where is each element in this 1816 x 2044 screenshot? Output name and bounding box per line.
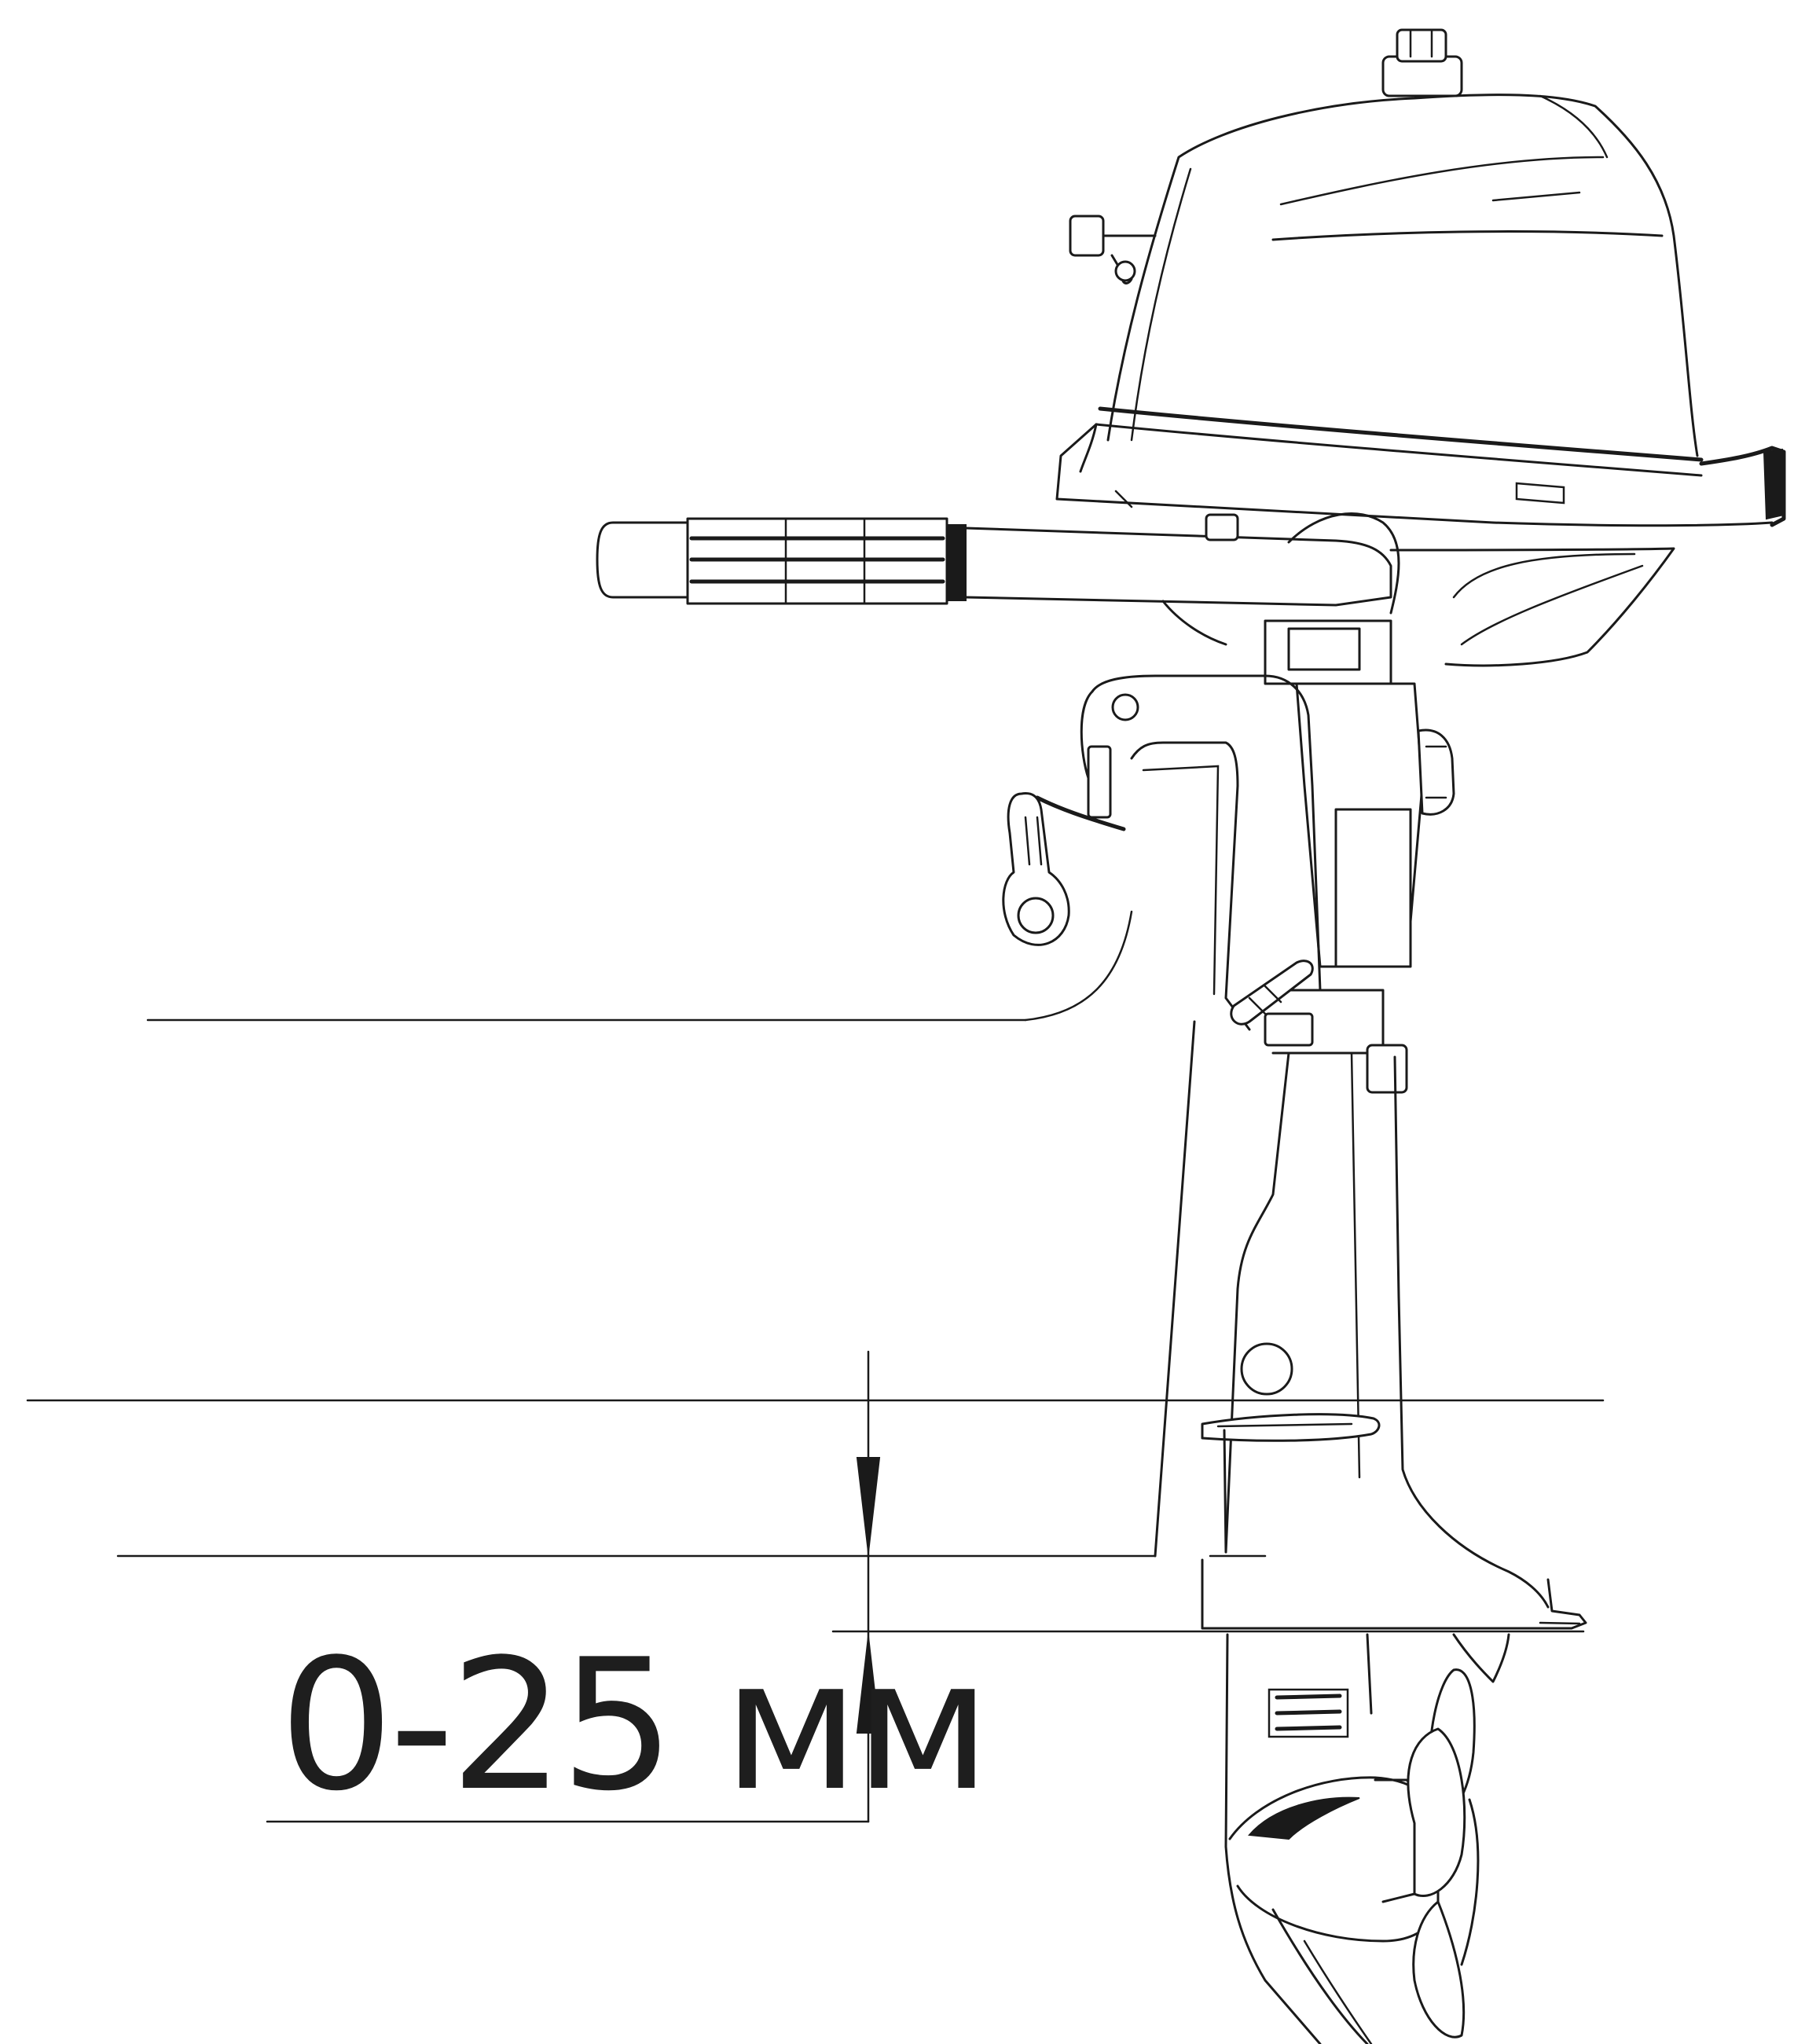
anti-ventilation-fin (1201, 1413, 1381, 1442)
tiller-arm-underside (1161, 600, 1227, 646)
kill-switch-slot (1024, 816, 1043, 866)
clamp-pivot-bolt (1111, 693, 1139, 721)
top-cowling (1069, 28, 1699, 457)
cavitation-plate-body (1201, 1558, 1587, 1630)
cavitation-plate (1201, 1558, 1587, 1630)
leg-rear-inner (1350, 1051, 1361, 1479)
fin-inner-line (1216, 1422, 1353, 1428)
lower-cowling (1055, 406, 1786, 527)
rear-lower-cowl-outline (1389, 547, 1675, 667)
outboard-motor (596, 28, 1786, 2044)
lower-cowling-body (1055, 423, 1774, 527)
torpedo-nose (1247, 1796, 1360, 1840)
tilt-lock-base (1264, 1012, 1314, 1047)
tiller-collar (946, 524, 967, 601)
leg-rear-edge (1393, 1055, 1550, 1609)
tiller-grip-ribs (689, 517, 945, 605)
cowling-crease (1279, 156, 1605, 206)
gearcase-upper-fin (1452, 1633, 1510, 1683)
propeller-blade-rear (1460, 1798, 1480, 1966)
leg-front-edge (1154, 1020, 1196, 1558)
skeg-inner (1303, 1939, 1373, 2044)
cavitation-plate-edge (1539, 1621, 1581, 1625)
arrow-down-icon (856, 1457, 881, 1553)
lower-cowling-detail (1515, 482, 1565, 505)
tiller-arm (964, 527, 1392, 607)
tiller-handle (596, 512, 1400, 646)
leg-center-line (1223, 1429, 1227, 1554)
propeller-blade-middle (1407, 1727, 1466, 1897)
clamp-inner-rod (1130, 741, 1251, 1031)
rear-lower-cowl (1389, 547, 1675, 667)
water-intake-hole (1240, 1342, 1293, 1396)
dimension-label: 0-25 мм (279, 1621, 986, 1831)
tiller-grip-tip (596, 521, 689, 599)
gearcase (1224, 1633, 1510, 2044)
cowling-inner-shell (1130, 167, 1192, 442)
cowling-latch-pin (1114, 260, 1136, 282)
clamp-inner-rod-2 (1142, 765, 1220, 996)
cap-nut-top (1396, 28, 1447, 63)
friction-knob (1417, 728, 1455, 816)
rear-grab-handle-fill (1763, 448, 1785, 520)
steering-column (1230, 682, 1455, 1094)
cowling-seal-band (1098, 406, 1704, 462)
steering-lower-bracket (1271, 989, 1385, 1055)
rear-lower-cowl-inner-2 (1460, 564, 1644, 646)
lower-cowling-tab (1114, 490, 1133, 508)
reference-lines (26, 910, 1605, 1823)
tiller-pivot-knob (1205, 513, 1239, 541)
cowling-seal-band-2 (1095, 423, 1703, 477)
steering-lower-tab (1366, 1044, 1408, 1094)
gearcase-rear (1366, 1633, 1373, 1715)
dimension-marker: 0-25 мм (279, 1350, 991, 1831)
tilt-lock-pin-stripe-2 (1264, 985, 1282, 1004)
transom-curve (1024, 910, 1133, 1022)
cowling-vent-line (1491, 191, 1581, 202)
cowling-latch (1069, 215, 1105, 257)
safety-cord (1035, 795, 1126, 831)
tiller-yoke (1287, 512, 1400, 615)
skeg (1271, 1908, 1369, 2044)
clamp-bracket (1002, 619, 1392, 1031)
propeller-blade-lower (1412, 1900, 1466, 2038)
clamp-lever-tab (1087, 745, 1112, 819)
tilt-lock-pin-stripe (1248, 996, 1267, 1015)
cowling-top-lip (1539, 94, 1609, 159)
gearcase-front (1224, 1633, 1322, 2044)
lower-cowling-front (1079, 423, 1098, 473)
steering-bracket (1334, 808, 1412, 968)
drive-shaft-housing (1154, 1020, 1550, 1609)
cowling-line (1271, 230, 1664, 241)
cowling-shell (1106, 94, 1699, 457)
leg-inner-line (1224, 1051, 1290, 1554)
kill-switch-ring (1017, 897, 1055, 934)
rear-lower-cowl-inner (1452, 552, 1636, 599)
clamp-frame (1091, 674, 1322, 992)
gearcase-vents (1268, 1688, 1349, 1738)
arrow-up-icon (856, 1636, 881, 1734)
swivel-block-inner (1287, 627, 1361, 671)
